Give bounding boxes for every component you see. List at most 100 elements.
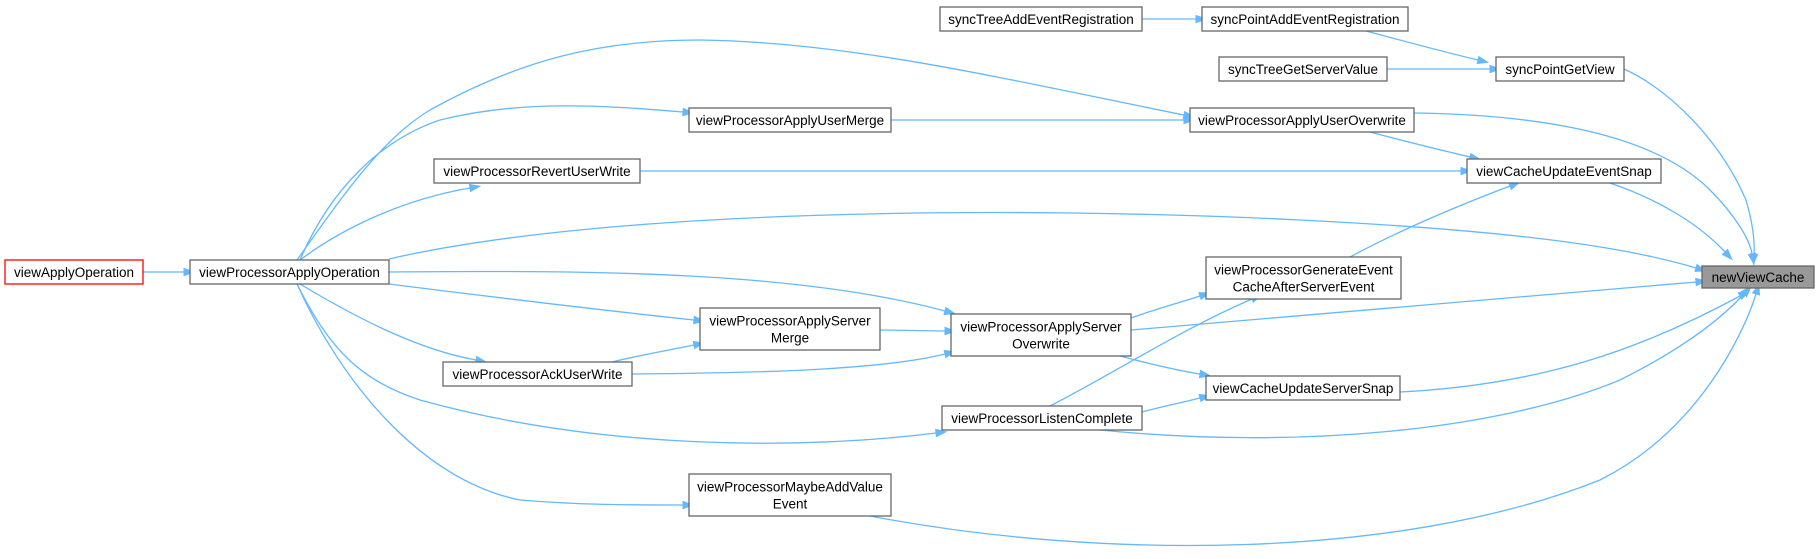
node-label: viewProcessorApplyUserOverwrite: [1198, 113, 1406, 128]
edge-line: [388, 270, 946, 312]
node-newViewCache[interactable]: newViewCache: [1701, 265, 1815, 289]
edge-line: [631, 353, 946, 375]
edges-layer: [143, 14, 1760, 547]
node-syncTreeGetServerValue[interactable]: syncTreeGetServerValue: [1218, 56, 1388, 82]
edge-line: [1399, 295, 1741, 393]
edge-viewProcessorListenComplete-to-viewCacheUpdateServerSnap: [1141, 393, 1212, 413]
node-syncPointAddEventRegistration[interactable]: syncPointAddEventRegistration: [1201, 6, 1409, 32]
edge-syncPointAddEventRegistration-to-syncPointGetView: [1365, 30, 1490, 65]
node-box: [1189, 107, 1415, 133]
node-label: syncPointAddEventRegistration: [1210, 12, 1399, 27]
edge-line: [1623, 68, 1755, 255]
node-label: viewProcessorApplyOperation: [199, 265, 380, 280]
edge-viewProcessorAckUserWrite-to-viewProcessorApplyServerOverwrite: [631, 349, 957, 375]
node-viewProcessorGenerateEventCacheAfterServerEvent[interactable]: viewProcessorGenerateEventCacheAfterServ…: [1205, 256, 1402, 300]
edge-viewCacheUpdateServerSnap-to-newViewCache: [1399, 290, 1751, 393]
arrowhead-icon: [1695, 277, 1708, 287]
edge-line: [1099, 293, 1745, 439]
node-label: viewProcessorApplyServer: [960, 320, 1122, 335]
node-viewApplyOperation[interactable]: viewApplyOperation: [4, 259, 144, 285]
node-label: Event: [773, 497, 808, 512]
node-viewProcessorApplyUserOverwrite[interactable]: viewProcessorApplyUserOverwrite: [1189, 107, 1415, 133]
node-box: [688, 473, 892, 517]
edge-viewProcessorRevertUserWrite-to-viewCacheUpdateEventSnap: [640, 166, 1473, 176]
arrowhead-icon: [693, 315, 706, 325]
node-viewCacheUpdateEventSnap[interactable]: viewCacheUpdateEventSnap: [1466, 158, 1662, 184]
arrowhead-icon: [935, 428, 948, 438]
edge-viewProcessorApplyUserMerge-to-viewProcessorApplyUserOverwrite: [891, 115, 1196, 125]
node-box: [688, 107, 892, 133]
arrowhead-icon: [1740, 285, 1752, 298]
arrowhead-icon: [944, 326, 957, 336]
node-box: [1205, 256, 1402, 300]
edge-line: [296, 39, 1185, 261]
arrowhead-icon: [183, 267, 196, 277]
edge-viewProcessorApplyOperation-to-viewProcessorApplyUserMerge: [299, 105, 695, 261]
arrowhead-icon: [1489, 64, 1502, 74]
edge-viewProcessorApplyUserOverwrite-to-newViewCache: [1413, 112, 1757, 266]
node-syncTreeAddEventRegistration[interactable]: syncTreeAddEventRegistration: [939, 6, 1143, 32]
edge-line: [388, 283, 695, 321]
edge-line: [296, 283, 937, 444]
edge-viewProcessorGenerateEventCacheAfterServerEvent-to-viewCacheUpdateEventSnap: [1349, 181, 1521, 258]
edge-line: [296, 283, 684, 506]
edge-viewProcessorApplyOperation-to-viewProcessorListenComplete: [296, 283, 948, 444]
node-label: Merge: [771, 331, 809, 346]
edge-viewProcessorApplyOperation-to-viewProcessorApplyServerOverwrite: [388, 270, 957, 316]
node-syncPointGetView[interactable]: syncPointGetView: [1495, 56, 1625, 82]
edge-viewProcessorApplyServerOverwrite-to-newViewCache: [1130, 277, 1708, 331]
edge-line: [879, 329, 946, 332]
edge-line: [1369, 131, 1471, 158]
edge-viewCacheUpdateEventSnap-to-newViewCache: [1609, 182, 1733, 261]
edge-line: [1049, 298, 1253, 407]
node-label: syncTreeAddEventRegistration: [948, 12, 1134, 27]
node-box: [1495, 56, 1625, 82]
arrowhead-icon: [1460, 166, 1473, 176]
edge-viewProcessorApplyOperation-to-viewProcessorRevertUserWrite: [299, 183, 482, 261]
edge-line: [299, 283, 477, 361]
node-label: viewProcessorApplyUserMerge: [696, 113, 884, 128]
arrowhead-icon: [682, 107, 695, 117]
node-box: [189, 259, 390, 285]
node-label: viewCacheUpdateServerSnap: [1213, 381, 1394, 396]
edge-line: [388, 211, 1697, 269]
edge-line: [1119, 355, 1201, 375]
edge-viewProcessorApplyServerOverwrite-to-viewProcessorGenerateEventCacheAfterServerEvent: [1130, 292, 1211, 319]
edge-line: [1365, 30, 1479, 61]
node-viewProcessorRevertUserWrite[interactable]: viewProcessorRevertUserWrite: [433, 158, 641, 184]
edge-viewProcessorApplyOperation-to-viewProcessorAckUserWrite: [299, 283, 488, 365]
node-viewCacheUpdateServerSnap[interactable]: viewCacheUpdateServerSnap: [1205, 375, 1401, 401]
node-box: [950, 313, 1132, 357]
node-box: [433, 158, 641, 184]
node-box: [1218, 56, 1388, 82]
node-label: viewCacheUpdateEventSnap: [1476, 164, 1652, 179]
node-box: [442, 361, 633, 387]
arrowhead-icon: [682, 500, 695, 510]
edge-line: [1413, 112, 1753, 255]
arrowhead-icon: [1183, 115, 1196, 125]
node-viewProcessorApplyUserMerge[interactable]: viewProcessorApplyUserMerge: [688, 107, 892, 133]
node-viewProcessorApplyOperation[interactable]: viewProcessorApplyOperation: [189, 259, 390, 285]
node-box: [1701, 265, 1815, 289]
node-label: viewProcessorListenComplete: [951, 411, 1133, 426]
arrowhead-icon: [943, 306, 957, 316]
edge-viewProcessorApplyUserOverwrite-to-viewCacheUpdateEventSnap: [1369, 131, 1482, 162]
edge-viewProcessorAckUserWrite-to-viewProcessorApplyServerMerge: [611, 340, 706, 363]
edge-syncTreeGetServerValue-to-syncPointGetView: [1387, 64, 1502, 74]
arrowhead-icon: [1476, 55, 1490, 65]
arrowhead-icon: [1721, 248, 1733, 261]
node-box: [699, 307, 881, 351]
node-label: newViewCache: [1712, 270, 1805, 285]
edge-viewApplyOperation-to-viewProcessorApplyOperation: [143, 267, 196, 277]
edge-viewProcessorApplyServerOverwrite-to-viewCacheUpdateServerSnap: [1119, 355, 1212, 379]
node-viewProcessorAckUserWrite[interactable]: viewProcessorAckUserWrite: [442, 361, 633, 387]
node-box: [939, 6, 1143, 32]
edge-viewProcessorApplyOperation-to-viewProcessorApplyUserOverwrite: [296, 39, 1196, 261]
arrowhead-icon: [468, 183, 482, 193]
node-viewProcessorListenComplete[interactable]: viewProcessorListenComplete: [941, 405, 1143, 431]
edge-line: [1130, 281, 1697, 331]
node-label: syncTreeGetServerValue: [1228, 62, 1378, 77]
